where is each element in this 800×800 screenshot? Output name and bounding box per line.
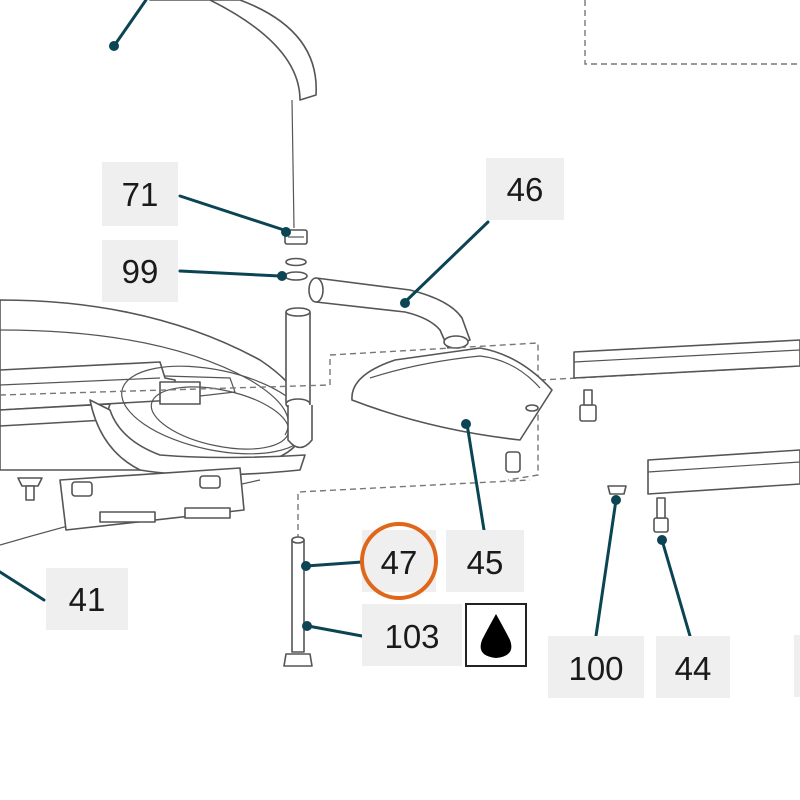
leader-dot-44: [657, 535, 667, 545]
callout-label: 44: [675, 650, 712, 687]
callout-label: 99: [122, 253, 159, 290]
pivot-tube-part: [285, 307, 313, 449]
leader-line-41: [0, 570, 46, 602]
clipped-label-box: [794, 635, 800, 697]
leader-line-99: [178, 269, 282, 278]
spring-rod-part: [291, 99, 295, 229]
pin-part: [283, 536, 313, 667]
leader-line-45: [465, 422, 486, 532]
dashed-boundary-top: [584, 0, 800, 65]
leader-dot-71: [281, 227, 291, 237]
callout-label: 100: [568, 650, 623, 687]
lower-bracket-part: [59, 467, 245, 531]
leader-dot-45: [461, 419, 471, 429]
callout-71: 71: [102, 162, 178, 226]
dashed-axis-line: [0, 384, 331, 396]
callout-41: 41: [46, 568, 128, 630]
leader-line-46: [403, 220, 490, 304]
callout-label: 45: [467, 544, 504, 581]
dashed-pin-line: [297, 479, 531, 540]
leader-lines: [0, 0, 692, 638]
callout-47: 47: [360, 522, 438, 600]
callout-46: 46: [486, 158, 564, 220]
callout-44: 44: [656, 636, 730, 698]
handle-tube-part: [308, 277, 471, 349]
leader-dot-47: [301, 561, 311, 571]
callout-label: 41: [69, 581, 106, 618]
callout-label: 47: [381, 544, 418, 581]
right-rail-lower-part: [607, 449, 800, 533]
leader-dot: [109, 41, 119, 51]
washer-part: [284, 271, 308, 281]
oil-drop-icon: [480, 614, 512, 658]
screw-left-part: [17, 477, 43, 501]
deck-inner-edge: [0, 329, 290, 436]
leader-line-47: [304, 560, 364, 568]
leader-dot-99: [277, 271, 287, 281]
dashed-assembly-box: [329, 342, 539, 481]
leader-dot-103: [302, 621, 312, 631]
callout-label: 46: [507, 171, 544, 208]
top-arm-part: [149, 0, 317, 101]
callout-100: 100: [548, 636, 644, 698]
leader-dot-100: [611, 495, 621, 505]
callout-99: 99: [102, 240, 178, 302]
callout-label: 103: [384, 618, 439, 655]
callout-label: 71: [122, 176, 159, 213]
leader-line-103: [306, 624, 364, 638]
leader-line-44: [660, 538, 692, 638]
leader-line-top: [112, 0, 148, 48]
callout-103: 103: [362, 604, 462, 666]
leader-dot-46: [400, 298, 410, 308]
parts-line-art: [0, 0, 800, 697]
leader-line-100: [594, 498, 618, 638]
leader-line-71: [178, 194, 286, 232]
shield-plate-part: [351, 347, 553, 473]
right-rail-upper-part: [573, 339, 800, 422]
washer-part: [285, 257, 307, 267]
highlight-circle: [360, 522, 438, 600]
callout-45: 45: [446, 530, 524, 592]
lubricant-badge: [465, 603, 527, 667]
